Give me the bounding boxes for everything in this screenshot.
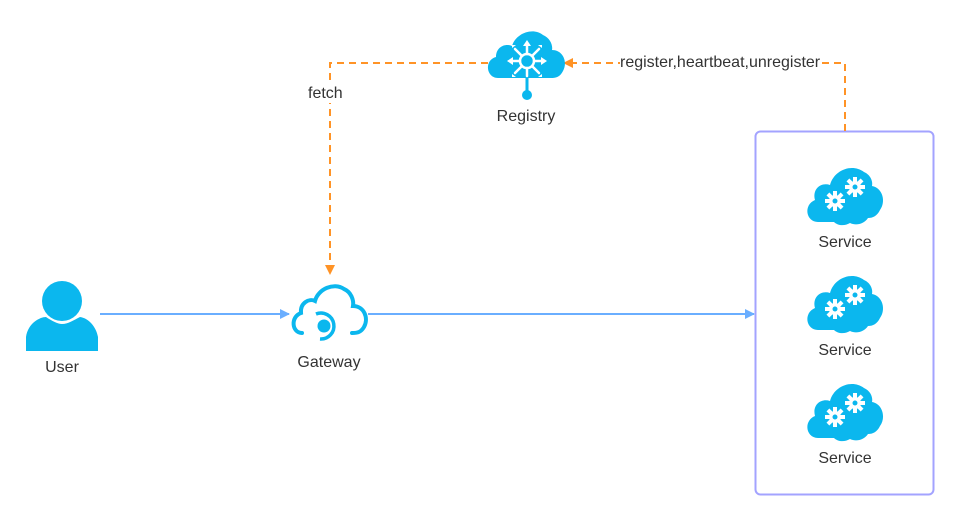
fetch-edge: [325, 62, 488, 275]
service-cloud-gears-icon[interactable]: [807, 384, 884, 442]
registry-label: Registry: [496, 108, 556, 125]
service-cloud-gears-icon[interactable]: [807, 168, 884, 226]
register-edge: [563, 58, 846, 131]
register-edge-label: register,heartbeat,unregister: [620, 54, 821, 72]
user-icon[interactable]: [26, 281, 98, 351]
service-label: Service: [818, 234, 872, 251]
gateway-label: Gateway: [297, 354, 361, 371]
user-label: User: [45, 359, 79, 376]
service-group-box: [754, 130, 935, 496]
service-cloud-gears-icon[interactable]: [807, 276, 884, 334]
fetch-edge-label: fetch: [308, 85, 343, 103]
service-label: Service: [818, 342, 872, 359]
registry-cloud-icon[interactable]: [487, 31, 565, 100]
service-label: Service: [818, 450, 872, 467]
gateway-cloud-icon[interactable]: [291, 284, 368, 341]
